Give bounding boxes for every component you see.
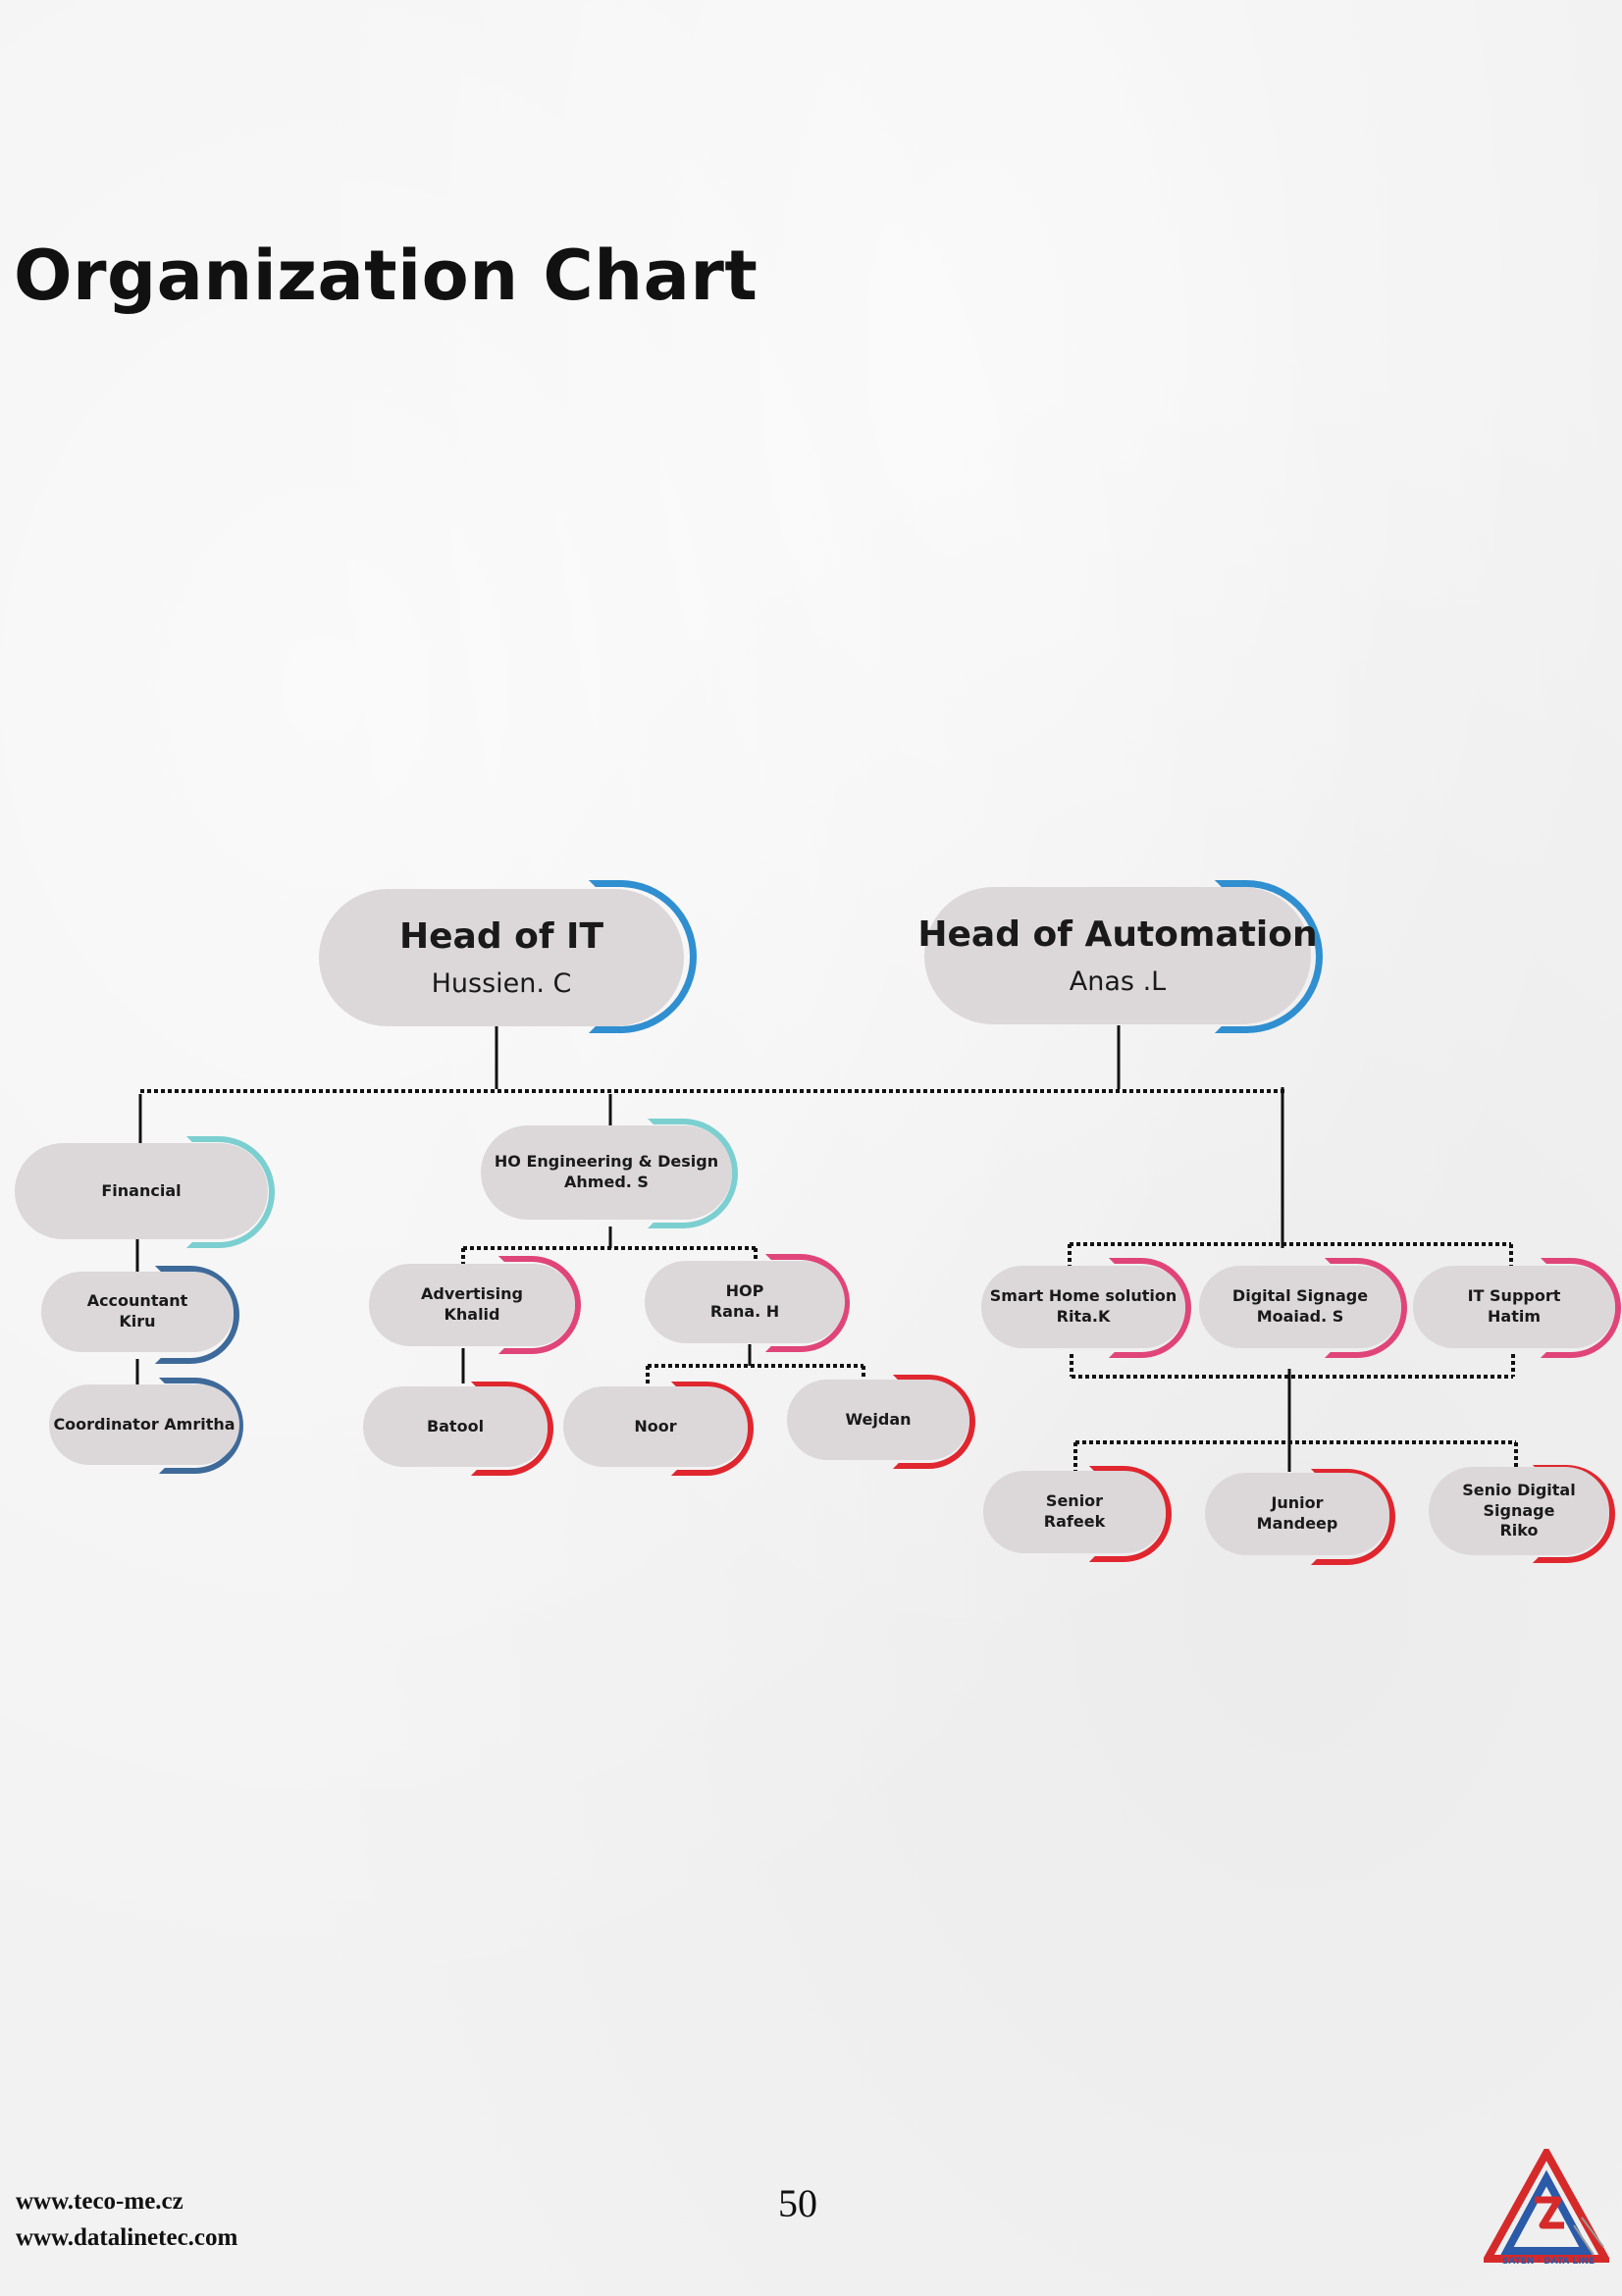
node-name: Kiru xyxy=(119,1312,156,1331)
coordinator-accent-arc xyxy=(159,1378,243,1474)
node-role: HOP xyxy=(725,1281,764,1301)
node-hop[interactable]: HOP Rana. H xyxy=(645,1261,845,1343)
node-name: Hussien. C xyxy=(431,967,572,999)
node-name: Rita.K xyxy=(1056,1307,1111,1326)
node-digital-signage[interactable]: Digital Signage Moaiad. S xyxy=(1199,1266,1401,1348)
footer-website-2[interactable]: www.datalinetec.com xyxy=(16,2224,238,2251)
wejdan-accent-arc xyxy=(893,1375,975,1469)
node-head-of-it[interactable]: Head of IT Hussien. C xyxy=(319,889,684,1026)
node-it-support[interactable]: IT Support Hatim xyxy=(1413,1266,1615,1348)
node-role: IT Support xyxy=(1467,1286,1561,1306)
page-title: Organization Chart xyxy=(14,235,759,316)
senior-accent-arc xyxy=(1089,1466,1172,1562)
node-role: Smart Home solution xyxy=(989,1286,1177,1306)
head-it-accent-arc xyxy=(589,880,697,1033)
node-batool[interactable]: Batool xyxy=(363,1386,548,1467)
ho-engineering-accent-arc xyxy=(648,1119,738,1228)
node-name: Rafeek xyxy=(1043,1512,1106,1531)
node-smart-home[interactable]: Smart Home solution Rita.K xyxy=(981,1266,1185,1348)
footer-website-1[interactable]: www.teco-me.cz xyxy=(16,2188,183,2215)
node-noor[interactable]: Noor xyxy=(563,1386,748,1467)
financial-accent-arc xyxy=(186,1136,275,1248)
node-name: Riko xyxy=(1499,1521,1539,1540)
node-name: Ahmed. S xyxy=(564,1173,649,1191)
node-name: Moaiad. S xyxy=(1256,1307,1344,1326)
advertising-accent-arc xyxy=(498,1256,581,1354)
node-role: Advertising xyxy=(421,1284,523,1304)
it-support-accent-arc xyxy=(1541,1258,1621,1358)
node-role: Batool xyxy=(426,1416,485,1435)
node-senior-digital-signage[interactable]: Senio Digital Signage Riko xyxy=(1429,1467,1609,1555)
node-wejdan[interactable]: Wejdan xyxy=(787,1380,969,1460)
node-role: Digital Signage xyxy=(1231,1286,1369,1306)
node-ho-engineering[interactable]: HO Engineering & Design Ahmed. S xyxy=(481,1125,732,1220)
node-name: Mandeep xyxy=(1256,1514,1338,1533)
node-senior[interactable]: Senior Rafeek xyxy=(983,1471,1166,1553)
node-role: Senio Digital Signage xyxy=(1462,1480,1576,1520)
node-role: Noor xyxy=(634,1416,677,1435)
node-accountant[interactable]: Accountant Kiru xyxy=(41,1272,234,1352)
head-automation-accent-arc xyxy=(1215,880,1323,1033)
batool-accent-arc xyxy=(471,1382,553,1476)
node-role: Financial xyxy=(101,1180,182,1200)
noor-accent-arc xyxy=(671,1382,754,1476)
smart-home-accent-arc xyxy=(1109,1258,1191,1358)
logo-caption: SATEN · DATA LINE xyxy=(1501,2257,1596,2267)
node-coordinator[interactable]: Coordinator Amritha xyxy=(49,1384,239,1465)
digital-signage-accent-arc xyxy=(1325,1258,1407,1358)
node-advertising[interactable]: Advertising Khalid xyxy=(369,1264,575,1346)
node-name: Anas .L xyxy=(1069,965,1167,997)
node-financial[interactable]: Financial xyxy=(15,1143,268,1239)
node-head-of-automation[interactable]: Head of Automation Anas .L xyxy=(917,887,1318,1024)
node-name: Khalid xyxy=(444,1305,500,1324)
node-role: Junior xyxy=(1271,1493,1324,1513)
junior-accent-arc xyxy=(1311,1469,1395,1565)
node-name: Rana. H xyxy=(709,1302,780,1321)
node-role: Coordinator Amritha xyxy=(53,1414,235,1434)
company-logo-icon xyxy=(1484,2149,1609,2263)
page-number: 50 xyxy=(778,2181,817,2225)
node-role: Wejdan xyxy=(845,1409,912,1429)
node-junior[interactable]: Junior Mandeep xyxy=(1205,1473,1389,1555)
node-role: Head of IT xyxy=(398,916,604,958)
node-role: Accountant xyxy=(86,1291,188,1311)
accountant-accent-arc xyxy=(155,1266,239,1364)
hop-accent-arc xyxy=(765,1254,850,1352)
node-role: Head of Automation xyxy=(917,914,1318,956)
node-role: HO Engineering & Design xyxy=(494,1152,719,1172)
node-role: Senior xyxy=(1045,1491,1104,1511)
node-name: Hatim xyxy=(1488,1307,1541,1326)
